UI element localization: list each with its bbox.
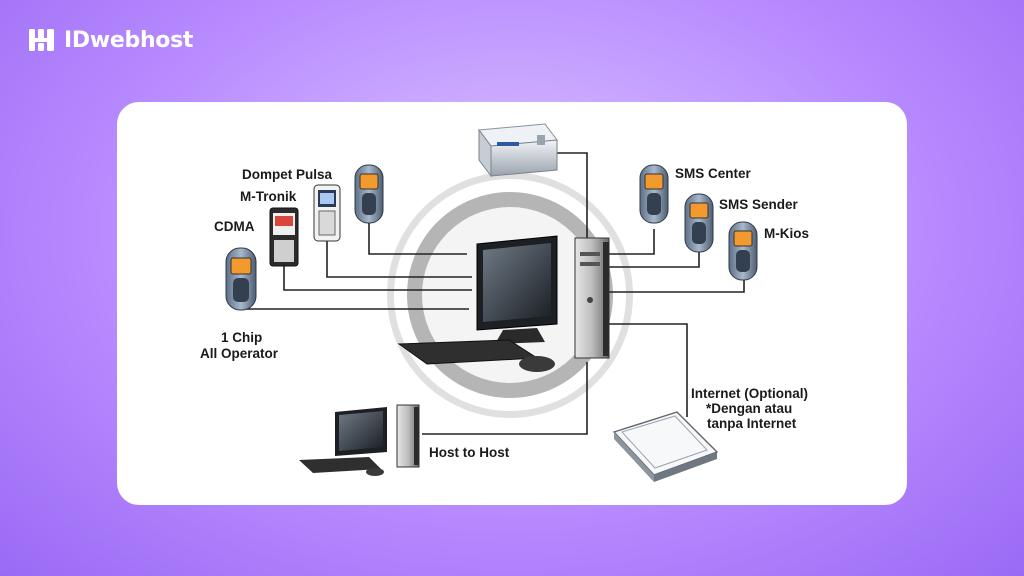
line-host-to-host bbox=[422, 362, 588, 435]
brand-logo: IDwebhost bbox=[28, 26, 193, 54]
brand-name: IDwebhost bbox=[64, 27, 194, 53]
line-m-tronik bbox=[326, 239, 472, 278]
phone-cdma-icon bbox=[269, 207, 299, 267]
label-sms-sender: SMS Sender bbox=[719, 197, 799, 212]
line-dompet-pulsa bbox=[368, 220, 467, 255]
line-cdma bbox=[283, 262, 472, 291]
internet-router-icon bbox=[612, 411, 719, 482]
label-internet-optional: Internet (Optional) bbox=[691, 386, 808, 401]
phone-dompet-pulsa-icon bbox=[354, 164, 384, 224]
gsm-modem bbox=[478, 123, 558, 178]
phone-1-chip-icon bbox=[225, 247, 257, 311]
diagram-card: Dompet Pulsa M-Tronik CDMA 1 Chip All Op… bbox=[117, 102, 907, 505]
phone-m-tronik-icon bbox=[313, 184, 341, 242]
phone-sms-sender-icon bbox=[684, 193, 714, 253]
label-cdma: CDMA bbox=[214, 219, 255, 234]
main-computer-icon bbox=[397, 235, 610, 372]
idwebhost-logo-icon bbox=[29, 29, 54, 51]
line-sms-center bbox=[597, 229, 655, 255]
phone-sms-center-icon bbox=[639, 164, 669, 224]
label-m-tronik: M-Tronik bbox=[240, 189, 297, 204]
label-all-operator: All Operator bbox=[200, 346, 279, 361]
label-m-kios: M-Kios bbox=[764, 226, 809, 241]
phone-m-kios-icon bbox=[728, 221, 758, 281]
label-1-chip: 1 Chip bbox=[221, 330, 262, 345]
label-dompet-pulsa: Dompet Pulsa bbox=[242, 167, 333, 182]
label-dengan-atau: *Dengan atau bbox=[706, 401, 792, 416]
line-internet bbox=[599, 323, 688, 417]
label-host-to-host: Host to Host bbox=[429, 445, 510, 460]
line-gsm-modem bbox=[557, 152, 588, 242]
line-sms-sender bbox=[599, 252, 700, 268]
line-m-kios bbox=[599, 280, 745, 293]
label-sms-center: SMS Center bbox=[675, 166, 752, 181]
host-to-host-computer-icon bbox=[299, 404, 420, 476]
network-diagram: Dompet Pulsa M-Tronik CDMA 1 Chip All Op… bbox=[200, 123, 809, 482]
label-tanpa-internet: tanpa Internet bbox=[707, 416, 797, 431]
